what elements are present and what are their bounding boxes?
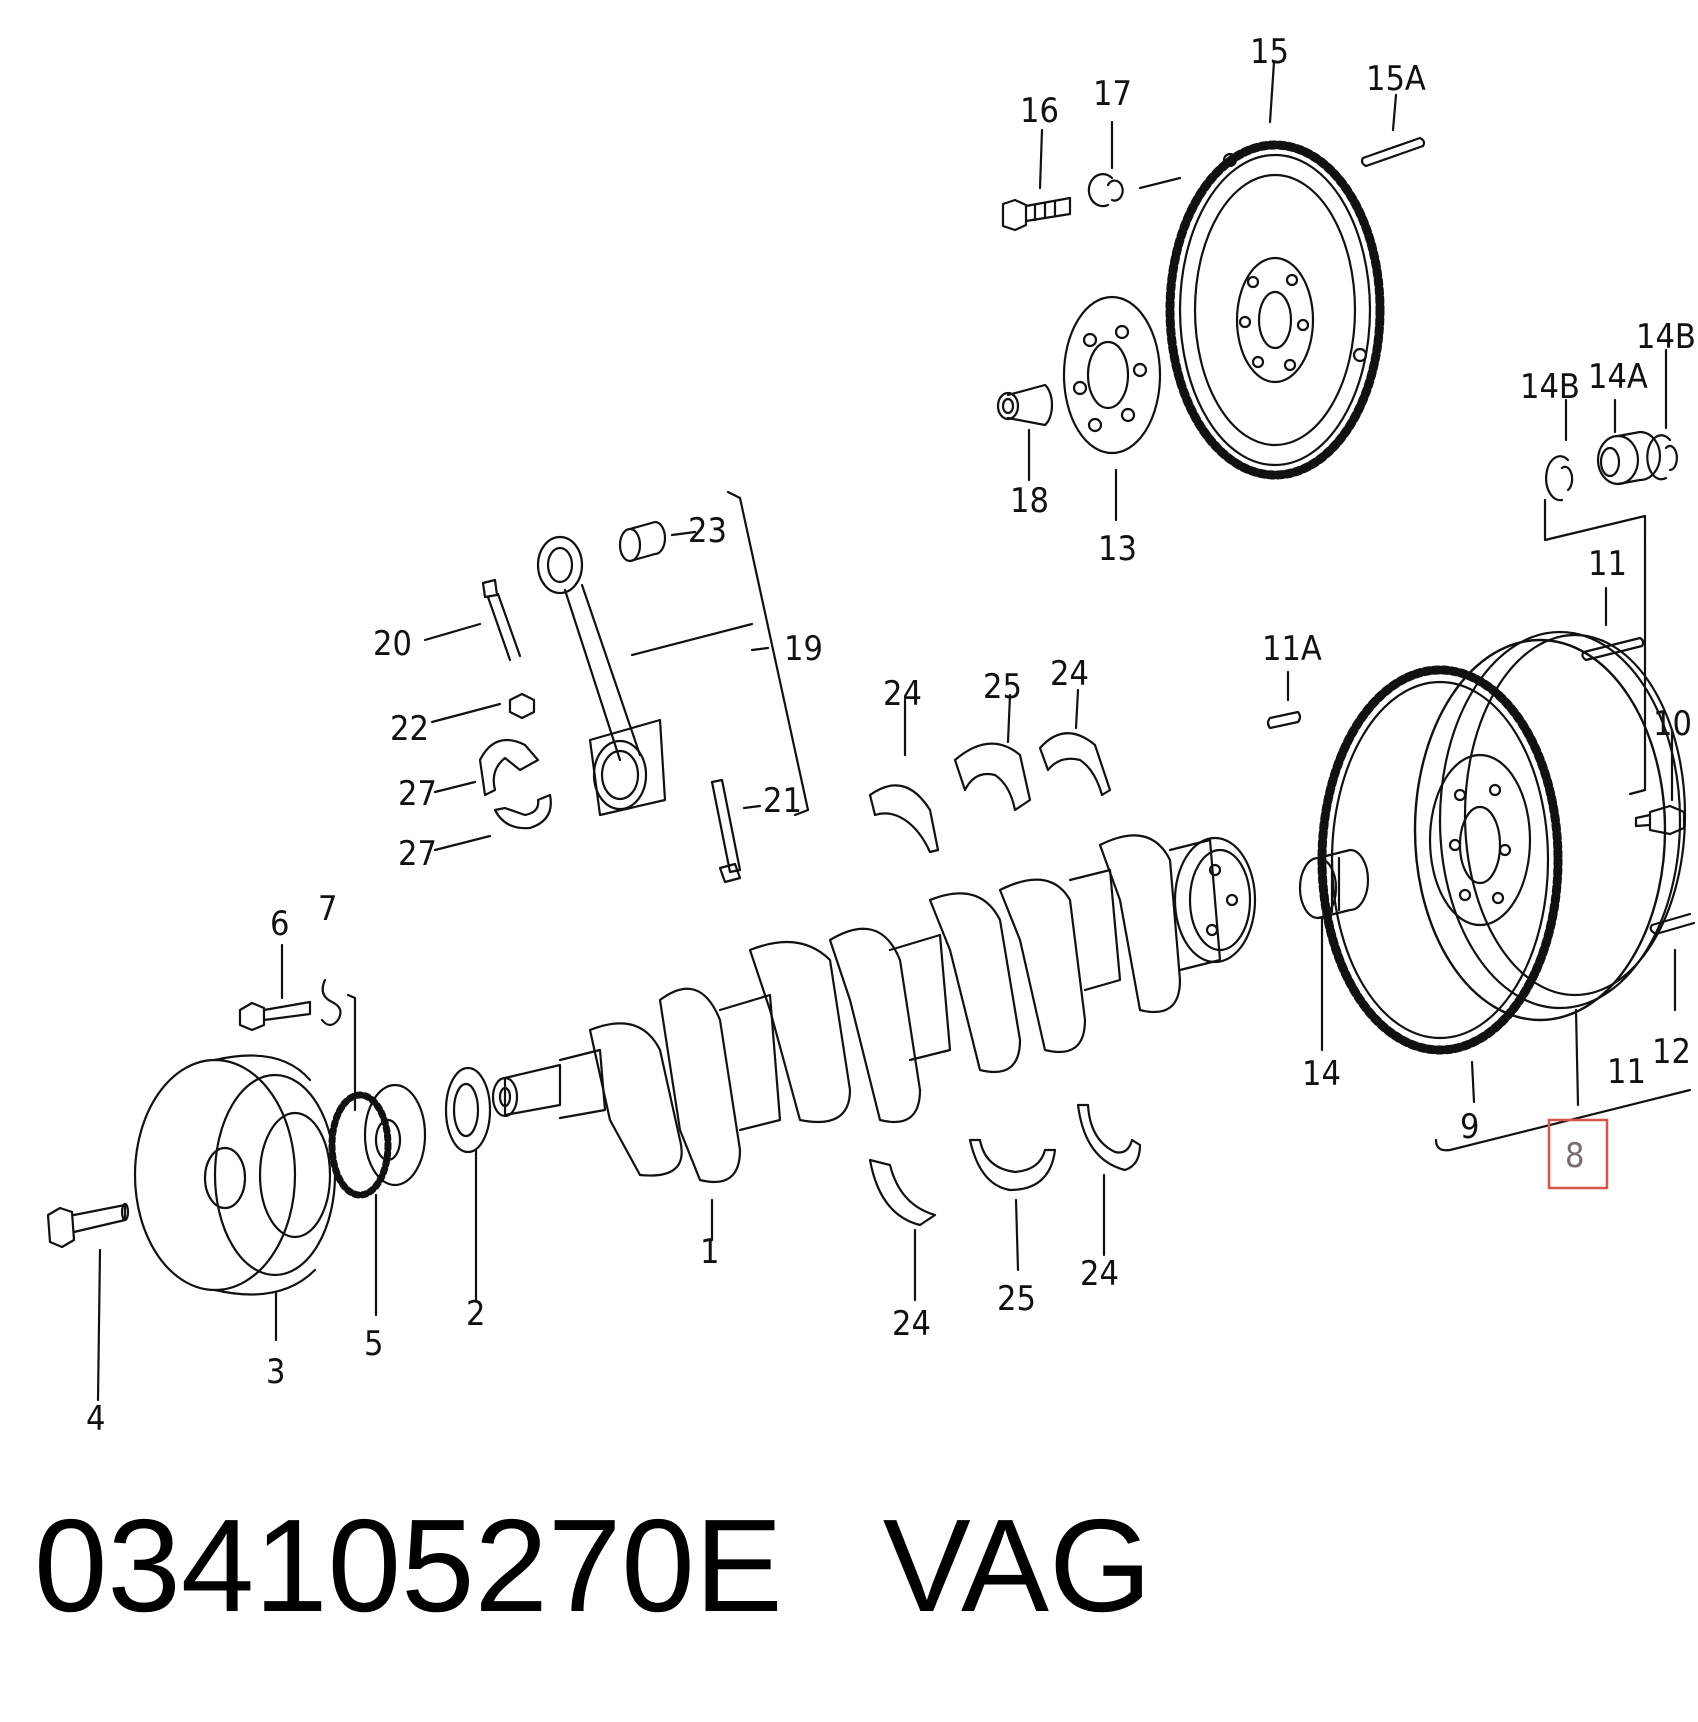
callout-3: 3 [266, 1352, 285, 1392]
callout-11a: 11 [1588, 544, 1627, 584]
callout-24a: 24 [883, 674, 922, 714]
flywheel-upper-part [1165, 140, 1385, 480]
callout-25a: 25 [983, 667, 1022, 707]
callout-21: 21 [763, 781, 802, 821]
callout-19: 19 [784, 629, 823, 669]
callout-16: 16 [1020, 91, 1059, 131]
pulley-3 [133, 1054, 337, 1296]
callout-24c: 24 [892, 1304, 931, 1344]
callout-12: 12 [1652, 1032, 1691, 1072]
callout-11b: 11 [1607, 1052, 1646, 1092]
callout-9: 9 [1460, 1107, 1479, 1147]
callout-18: 18 [1010, 481, 1049, 521]
callout-27a: 27 [398, 774, 437, 814]
callout-24b: 24 [1050, 654, 1089, 694]
connecting-rod [536, 535, 667, 817]
highlighted-callout-8: 8 [1547, 1118, 1609, 1190]
brand-name: VAG [882, 1492, 1152, 1639]
bolt-4 [46, 1202, 130, 1402]
callout-2: 2 [466, 1294, 485, 1334]
callout-15: 15 [1250, 32, 1289, 72]
callout-14A: 14A [1588, 357, 1648, 397]
callout-1: 1 [700, 1232, 719, 1272]
callout-14B-1: 14B [1520, 367, 1580, 407]
callout-17: 17 [1093, 74, 1132, 114]
callout-4: 4 [86, 1399, 105, 1439]
callout-22: 22 [390, 709, 429, 749]
callout-7: 7 [318, 889, 337, 929]
plate-13 [1062, 295, 1162, 455]
callout-15A: 15A [1366, 59, 1426, 99]
callout-10: 10 [1653, 704, 1692, 744]
callout-14B-2: 14B [1636, 317, 1696, 357]
callout-20: 20 [373, 624, 412, 664]
callout-25b: 25 [997, 1279, 1036, 1319]
bolt-16 [1001, 196, 1072, 232]
part-number: 034105270E [34, 1492, 783, 1639]
sprocket-5 [328, 1083, 427, 1199]
callout-24d: 24 [1080, 1254, 1119, 1294]
callout-5: 5 [364, 1324, 383, 1364]
callout-27b: 27 [398, 834, 437, 874]
callout-6: 6 [270, 904, 289, 944]
callout-labels: 1 2 3 4 5 6 7 9 10 11 11 11A 12 13 14 14… [86, 32, 1696, 1439]
dual-mass-flywheel [1317, 630, 1687, 1055]
callout-23: 23 [688, 511, 727, 551]
callout-8: 8 [1565, 1136, 1584, 1176]
callout-13: 13 [1098, 529, 1137, 569]
callout-11A: 11A [1262, 629, 1322, 669]
crankshaft [491, 834, 1257, 1242]
callout-14: 14 [1302, 1054, 1341, 1094]
